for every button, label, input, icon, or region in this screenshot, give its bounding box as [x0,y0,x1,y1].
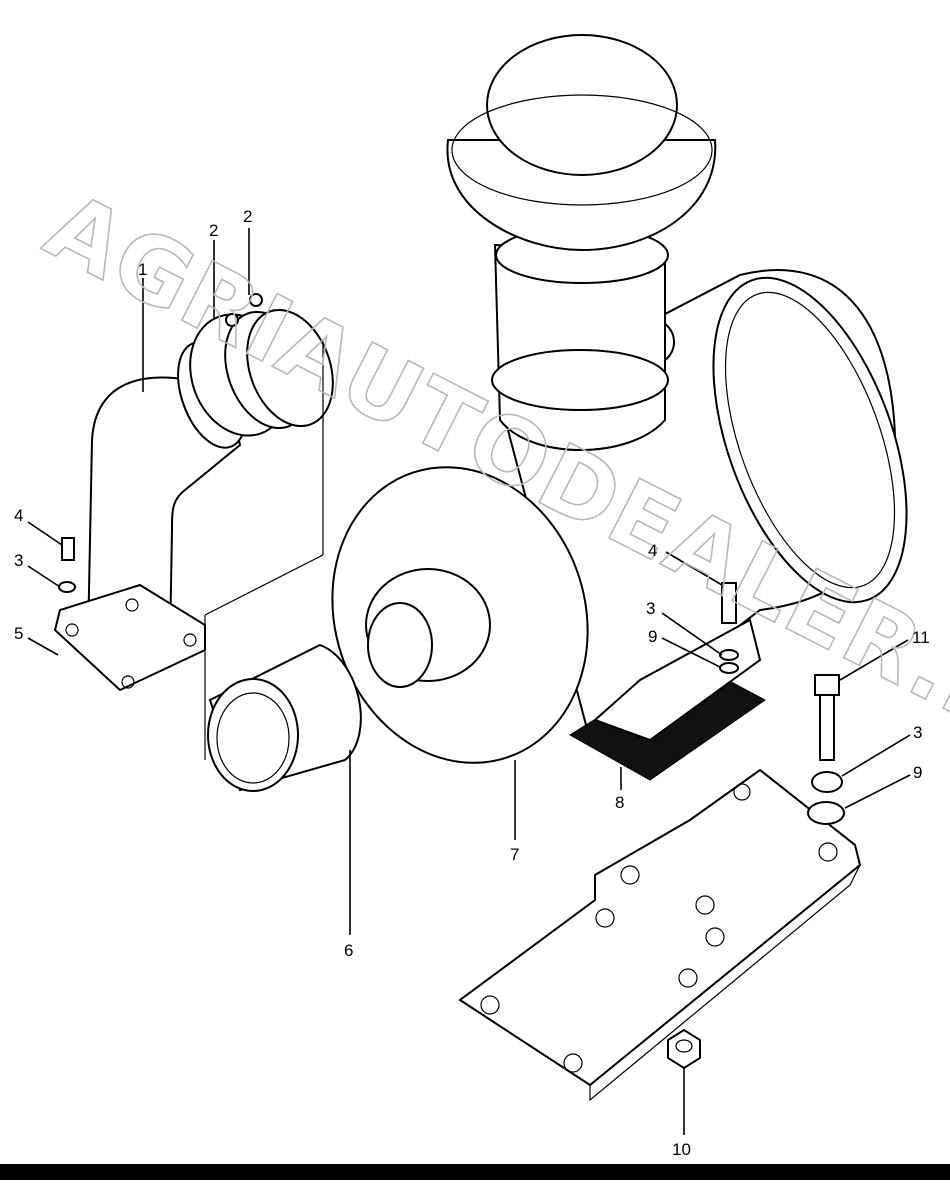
callout-3-mid: 3 [646,599,655,618]
fasteners [58,537,845,1070]
callout-2-right: 2 [243,207,252,226]
callout-9-mid: 9 [648,627,657,646]
flange [53,583,206,692]
callout-8: 8 [615,793,624,812]
callout-1: 1 [138,260,147,279]
hose-clamps [189,293,334,437]
bottom-border [0,1164,950,1180]
callout-11: 11 [912,628,930,647]
callout-3-left: 3 [14,551,23,570]
hose-sleeve [207,643,362,792]
callout-4-left: 4 [14,506,23,525]
callout-4-right: 4 [648,541,657,560]
callout-numbers: 1 2 2 4 3 5 4 3 9 11 3 9 8 7 6 10 [14,207,930,1159]
callout-2-left: 2 [209,221,218,240]
callout-6: 6 [344,941,353,960]
dust-ejector [569,618,766,781]
mounting-plate [458,768,862,1102]
callout-3-right: 3 [913,723,922,742]
callout-10: 10 [672,1140,691,1159]
callout-5: 5 [14,624,23,643]
leader-lines [27,228,911,1135]
precleaner-cap [446,34,717,451]
callout-7: 7 [510,845,519,864]
callout-9-right: 9 [913,763,922,782]
